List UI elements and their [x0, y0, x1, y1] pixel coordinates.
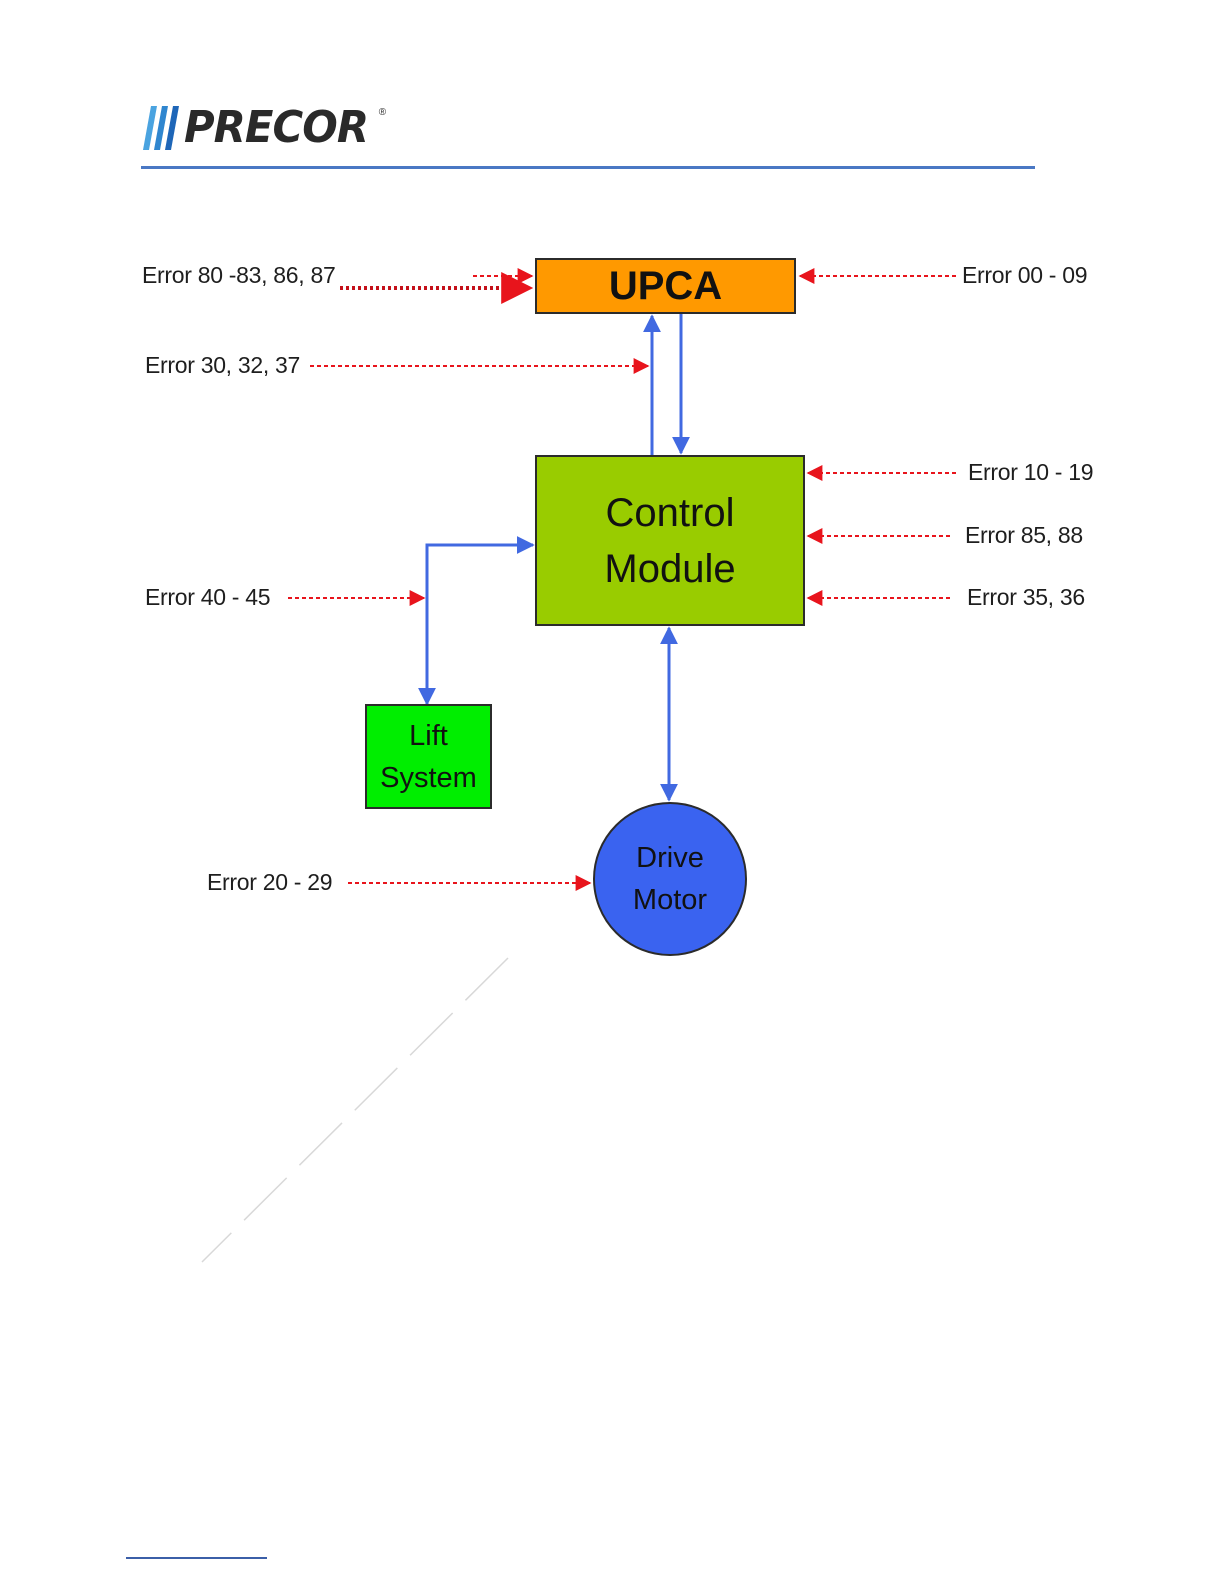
upca-label: UPCA: [609, 264, 722, 309]
control-module-label-line2: Module: [604, 541, 735, 597]
drive-motor-block: Drive Motor: [593, 802, 747, 956]
drive-motor-label-line1: Drive: [636, 837, 704, 879]
link-control-lift: [427, 545, 533, 704]
footer-rule: [126, 1557, 267, 1559]
error-label-drive-motor: Error 20 - 29: [207, 868, 332, 896]
scan-artifact-line: [202, 958, 508, 1262]
lift-system-label-line1: Lift: [409, 715, 448, 757]
lift-system-block: Lift System: [365, 704, 492, 809]
error-label-control-bottom: Error 35, 36: [967, 583, 1085, 611]
lift-system-label-line2: System: [380, 757, 477, 799]
error-label-upca-right: Error 00 - 09: [962, 261, 1087, 289]
error-label-control-top: Error 10 - 19: [968, 458, 1093, 486]
control-module-block: Control Module: [535, 455, 805, 626]
control-module-label-line1: Control: [606, 485, 735, 541]
error-label-control-middle: Error 85, 88: [965, 521, 1083, 549]
error-label-upca-left: Error 80 -83, 86, 87: [142, 261, 335, 289]
upca-block: UPCA: [535, 258, 796, 314]
error-label-lift-link: Error 40 - 45: [145, 583, 270, 611]
drive-motor-label-line2: Motor: [633, 879, 707, 921]
error-label-upca-control-link: Error 30, 32, 37: [145, 351, 300, 379]
